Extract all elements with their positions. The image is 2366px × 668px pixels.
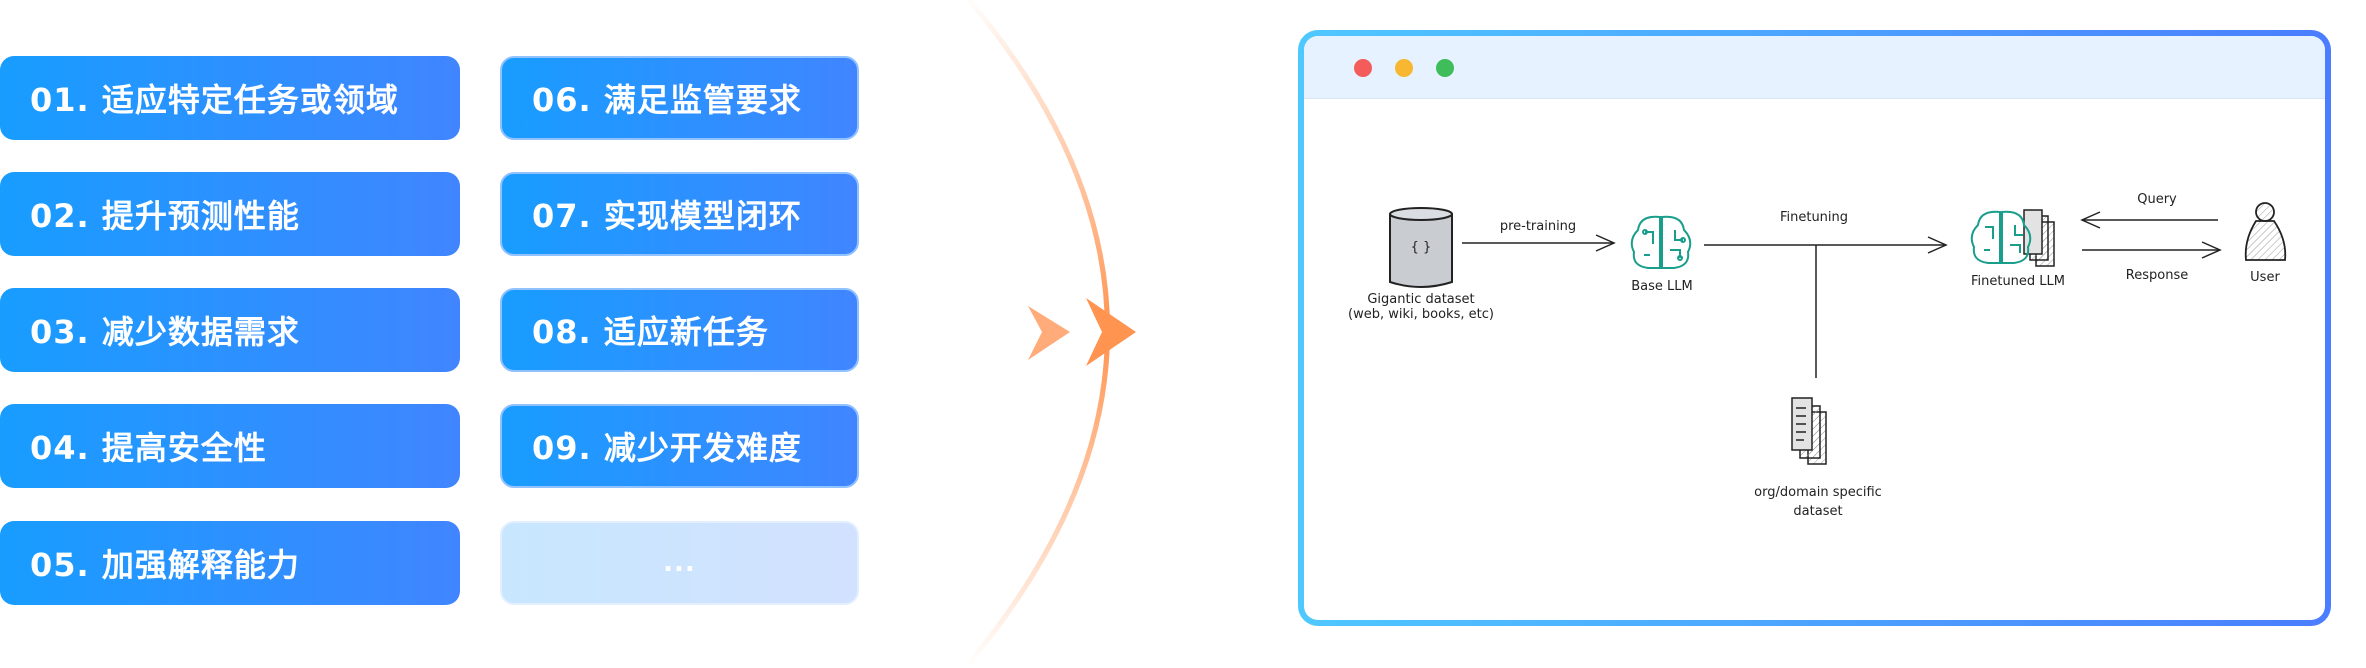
benefit-label: 08. 适应新任务 (532, 313, 769, 351)
benefit-card-06: 06. 满足监管要求 (500, 56, 859, 140)
benefit-label: 09. 减少开发难度 (532, 429, 802, 467)
documents-icon (1791, 397, 1827, 465)
domain-dataset-sublabel: dataset (1793, 504, 1842, 519)
benefit-label: 04. 提高安全性 (30, 429, 267, 467)
base-llm-label: Base LLM (1631, 279, 1693, 294)
diagram-window (1298, 30, 2331, 626)
pretraining-label: pre-training (1500, 219, 1576, 234)
user-icon (2244, 202, 2287, 261)
maximize-dot-icon[interactable] (1436, 59, 1454, 77)
benefit-card-07: 07. 实现模型闭环 (500, 172, 859, 256)
close-dot-icon[interactable] (1354, 59, 1372, 77)
window-titlebar (1304, 36, 2325, 99)
benefit-label: 07. 实现模型闭环 (532, 197, 802, 235)
benefit-card-02: 02. 提升预测性能 (0, 172, 460, 256)
finetuning-label: Finetuning (1780, 210, 1848, 225)
minimize-dot-icon[interactable] (1395, 59, 1413, 77)
more-card: ... (500, 521, 859, 605)
response-arrow (2082, 241, 2222, 259)
benefit-card-04: 04. 提高安全性 (0, 404, 460, 488)
response-label: Response (2126, 268, 2188, 283)
benefit-label: 05. 加强解释能力 (30, 546, 300, 584)
benefit-card-08: 08. 适应新任务 (500, 288, 859, 372)
database-icon: { } (1389, 207, 1453, 288)
benefit-card-09: 09. 减少开发难度 (500, 404, 859, 488)
benefit-label: 02. 提升预测性能 (30, 197, 300, 235)
query-arrow (2080, 211, 2218, 229)
brain-icon (1630, 215, 1692, 269)
user-label: User (2250, 270, 2280, 285)
finetuned-llm-label: Finetuned LLM (1971, 274, 2065, 289)
ellipsis-label: ... (663, 548, 696, 578)
benefit-label: 03. 减少数据需求 (30, 313, 300, 351)
braces-glyph: { } (1411, 240, 1432, 255)
benefit-card-05: 05. 加强解释能力 (0, 521, 460, 605)
benefit-label: 01. 适应特定任务或领域 (30, 81, 399, 119)
benefit-card-01: 01. 适应特定任务或领域 (0, 56, 460, 140)
dataset-sublabel: (web, wiki, books, etc) (1348, 307, 1494, 322)
finetuning-arrow (1704, 236, 1948, 378)
pretraining-arrow (1462, 234, 1616, 252)
benefit-label: 06. 满足监管要求 (532, 81, 802, 119)
query-label: Query (2137, 192, 2177, 207)
domain-dataset-label: org/domain specific (1754, 485, 1882, 500)
benefit-card-03: 03. 减少数据需求 (0, 288, 460, 372)
dataset-label: Gigantic dataset (1367, 292, 1474, 307)
finetuned-brain-icon (1970, 209, 2055, 267)
